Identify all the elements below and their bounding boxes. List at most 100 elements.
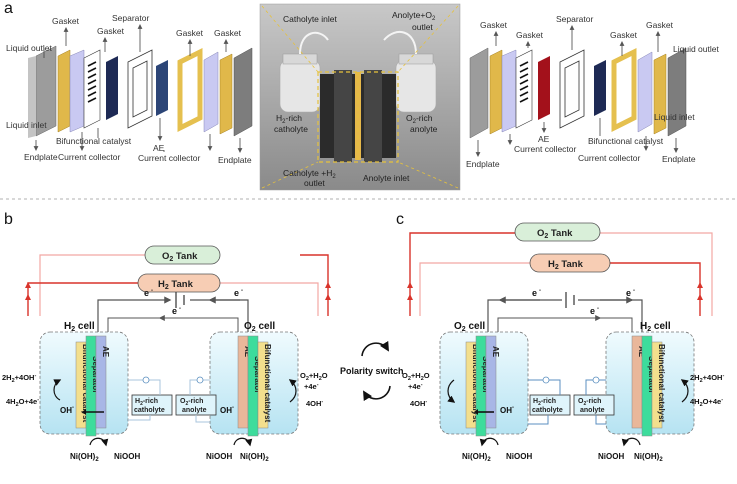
b-wire-right xyxy=(190,299,249,332)
b-right-eq1: O2+H2O xyxy=(300,371,328,382)
photo-h2-rich-2: catholyte xyxy=(274,124,308,134)
b-o2-tank-label: O2 Tank xyxy=(162,251,198,263)
photo-o2-rich-2: anolyte xyxy=(410,124,438,134)
anolyte-bottle-cap xyxy=(398,53,434,65)
right-collector1-label: Current collector xyxy=(514,144,577,154)
b-right-oh: OH xyxy=(220,406,232,415)
c-arrowhead-3 xyxy=(697,282,703,288)
c-left-separator-label: Separator xyxy=(481,356,490,393)
device-photo: Catholyte inlet Anolyte+O2 outlet H2-ric… xyxy=(259,3,461,191)
right-collector2-shape xyxy=(653,53,667,135)
c-right-catalyst xyxy=(651,341,663,429)
photo-o2-rich-1: O2-rich xyxy=(406,113,433,125)
left-gasket4-label: Gasket xyxy=(214,28,242,38)
left-endplate2-label: Endplate xyxy=(218,155,252,165)
serpentine-channels xyxy=(87,61,97,103)
polarity-switch-label: Polarity switch xyxy=(340,366,404,376)
left-liquid-inlet-label: Liquid inlet xyxy=(6,120,47,130)
b-pump-2 xyxy=(196,376,204,384)
c-e2: e xyxy=(626,288,631,298)
c-o2-rich-box xyxy=(573,394,615,416)
left-endplate2-shape xyxy=(233,47,253,137)
c-left-eq1b: +4e- xyxy=(408,382,423,391)
c-e1: e xyxy=(532,288,537,298)
right-separator-window xyxy=(564,60,580,118)
polarity-switch: Polarity switch xyxy=(340,340,404,402)
b-e1: e xyxy=(144,288,149,298)
right-gasket3-label: Gasket xyxy=(610,30,638,40)
c-pipe-o2-left xyxy=(409,232,515,316)
b-right-ni-arrow xyxy=(233,437,253,447)
b-left-nioh2: Ni(OH)2 xyxy=(70,452,99,463)
right-endplate2-shape xyxy=(667,47,687,137)
b-o2-rich-1: O2-rich xyxy=(180,398,203,407)
c-right-niooh: NiOOH xyxy=(598,452,624,461)
anolyte-bottle xyxy=(395,59,437,113)
b-right-eq2: 4OH- xyxy=(306,399,323,408)
left-collector2-shape xyxy=(219,53,233,135)
c-pipe-o2-right xyxy=(600,232,713,316)
b-h2-rich-1: H2-rich xyxy=(135,398,158,407)
b-o2-rich-2: anolyte xyxy=(182,407,207,414)
left-collector-shape xyxy=(57,49,71,133)
left-ae-label: AE xyxy=(153,143,165,153)
b-arrowhead-4 xyxy=(325,294,331,300)
right-bifunctional-label: Bifunctional catalyst xyxy=(588,136,664,146)
b-e3-sup: - xyxy=(179,306,181,312)
right-endplate1-label: Endplate xyxy=(466,159,500,169)
polarity-arrow-top xyxy=(361,340,389,357)
b-right-nioh2: Ni(OH)2 xyxy=(240,452,269,463)
right-catalyst2-shape xyxy=(637,51,653,133)
right-dark-plate xyxy=(594,60,606,116)
photo-anolyte-outlet-2: outlet xyxy=(412,22,433,32)
c-left-oh-arrowhead xyxy=(474,409,478,415)
photo-cell-plate-2 xyxy=(364,70,382,162)
c-e2-sup: - xyxy=(633,288,635,294)
left-gasket3-label: Gasket xyxy=(176,28,204,38)
b-right-separator-label: Separator xyxy=(253,356,262,393)
c-pipe-h2-right xyxy=(610,262,701,316)
left-gasket1-label: Gasket xyxy=(52,16,80,26)
left-ae-plate xyxy=(156,60,168,116)
left-dark-plate xyxy=(106,56,118,120)
c-left-reaction-arrow xyxy=(447,379,456,403)
b-right-niooh: NiOOH xyxy=(206,452,232,461)
b-o2-cell-label: O2 cell xyxy=(244,321,275,333)
right-collector2-label: Current collector xyxy=(578,153,641,163)
left-gasket-serpentine xyxy=(83,49,101,129)
panel-a: a xyxy=(4,0,719,191)
right-endplate2-label: Endplate xyxy=(662,154,696,164)
b-left-ae-label: AE xyxy=(101,346,110,358)
right-gasket1-label: Gasket xyxy=(480,20,508,30)
left-collector1-label: Current collector xyxy=(58,152,121,162)
left-catalyst2-shape xyxy=(203,51,219,133)
b-arrowhead-2 xyxy=(25,294,31,300)
b-h2-rich-2: catholyte xyxy=(134,407,165,414)
c-left-nioh2: Ni(OH)2 xyxy=(462,452,491,463)
right-gasket2-label: Gasket xyxy=(516,30,544,40)
c-e3: e xyxy=(590,306,595,316)
photo-catholyte-outlet-2: outlet xyxy=(304,178,325,188)
panel-c: c O2 Tank H2 Tank e - e - e - O2 cell H2… xyxy=(396,211,724,463)
b-e1-sup: - xyxy=(151,288,153,294)
photo-corner-bl xyxy=(261,161,319,189)
c-left-niooh: NiOOH xyxy=(506,452,532,461)
left-endplate-label: Endplate xyxy=(24,152,58,162)
left-gasket-frame xyxy=(177,47,203,133)
b-right-catalyst xyxy=(257,341,269,429)
b-right-eq1b: +4e- xyxy=(304,382,319,391)
photo-corner-tl xyxy=(261,5,319,73)
c-left-ae-label: AE xyxy=(491,346,500,358)
c-inner-wire xyxy=(497,317,633,332)
c-pipe-h2-left xyxy=(419,262,530,316)
left-gasket2-label: Gasket xyxy=(97,26,125,36)
right-ae-label: AE xyxy=(538,134,550,144)
b-o2-tank xyxy=(144,245,221,265)
c-left-oh: OH xyxy=(500,406,512,415)
c-left-oh-sup: - xyxy=(512,405,514,411)
left-bifunctional-label: Bifunctional catalyst xyxy=(56,136,132,146)
b-left-oh-sup: - xyxy=(72,405,74,411)
polarity-arrow-bottom xyxy=(363,385,391,402)
c-o2-tank xyxy=(514,222,601,242)
